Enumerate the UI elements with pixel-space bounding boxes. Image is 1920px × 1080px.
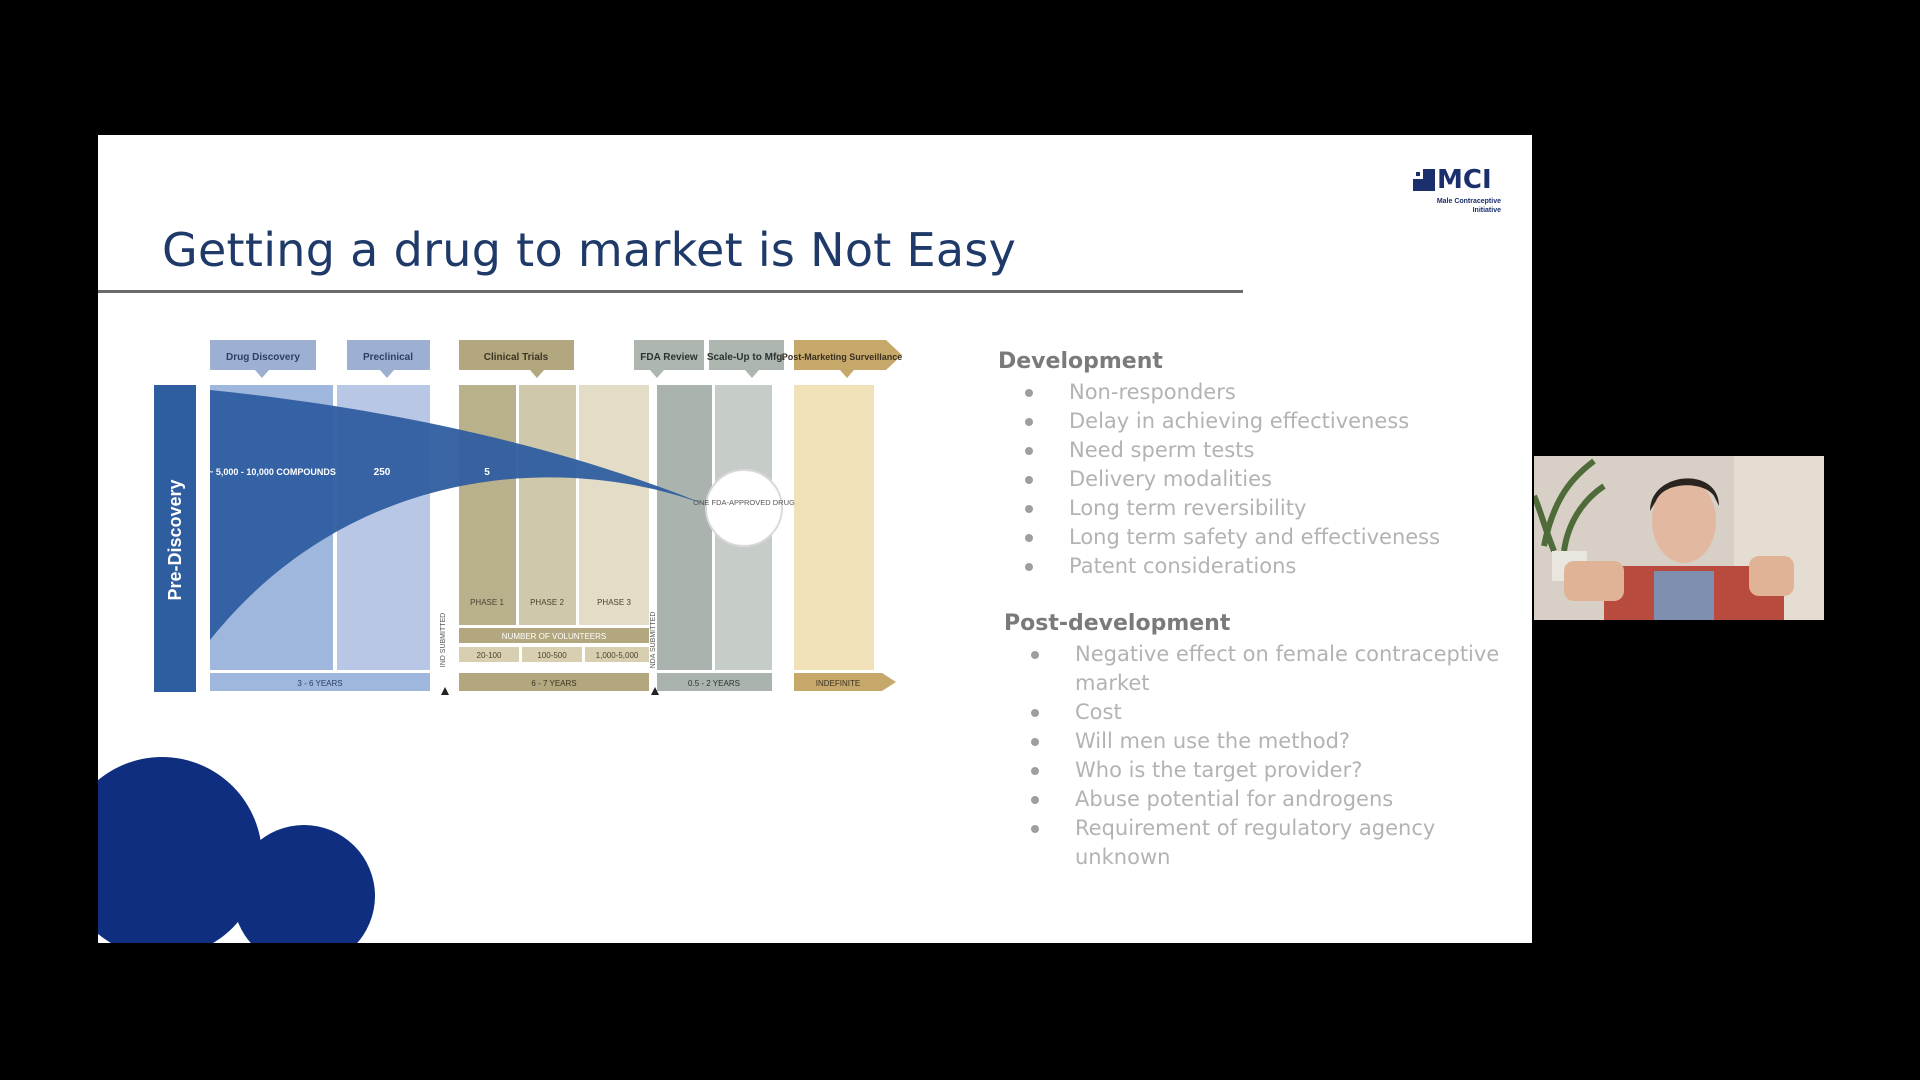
logo-name: MCI — [1437, 165, 1492, 195]
pre-discovery-bar: Pre-Discovery — [154, 385, 196, 692]
post-development-section: Post-development Negative effect on fema… — [1004, 611, 1518, 872]
nda-label: NDA SUBMITTED — [650, 612, 657, 669]
bullet-icon — [1025, 447, 1033, 455]
post-development-heading: Post-development — [1004, 611, 1231, 636]
stage-header-post-marketing: Post-Marketing Surveillance — [782, 340, 903, 378]
list-item: Long term reversibility — [998, 494, 1518, 523]
ind-label: IND SUBMITTED — [440, 613, 447, 667]
stage-label: Post-Marketing Surveillance — [782, 352, 903, 362]
volunteers-header — [459, 628, 649, 643]
ind-marker — [441, 687, 449, 695]
list-item: Patent considerations — [998, 552, 1518, 581]
stage-header-drug-discovery: Drug Discovery — [210, 340, 316, 378]
bullet-icon — [1031, 767, 1039, 775]
decorative-circle-small — [233, 825, 375, 943]
panel-post-marketing — [794, 385, 874, 670]
considerations-lists: Development Non-responders Delay in achi… — [998, 349, 1518, 872]
list-item: Cost — [1004, 698, 1518, 727]
bullet-icon — [1031, 738, 1039, 746]
duration-bar-discovery — [210, 673, 430, 691]
panel-phase-1 — [459, 385, 516, 625]
stage-label: Clinical Trials — [484, 352, 549, 363]
bullet-icon — [1025, 534, 1033, 542]
list-item: Negative effect on female contraceptive … — [1004, 640, 1518, 698]
compound-funnel — [210, 390, 714, 640]
stage-label: Scale-Up to Mfg. — [707, 352, 786, 363]
panel-phase-3 — [579, 385, 649, 625]
approved-drug-circle — [705, 469, 783, 547]
stage-label: FDA Review — [640, 352, 698, 363]
list-item: Delay in achieving effectiveness — [998, 407, 1518, 436]
preclinical-count: 250 — [374, 467, 391, 478]
speaker-person-icon — [1564, 478, 1794, 620]
compounds-count: ~ 5,000 - 10,000 COMPOUNDS — [208, 467, 336, 477]
duration-bar-review — [657, 673, 772, 691]
bullet-icon — [1025, 389, 1033, 397]
nda-marker — [651, 687, 659, 695]
bullet-icon — [1025, 505, 1033, 513]
development-heading: Development — [998, 349, 1163, 374]
bullet-icon — [1025, 418, 1033, 426]
stage-label: Preclinical — [363, 352, 413, 363]
duration-bar-post — [794, 673, 896, 691]
stage-header-preclinical: Preclinical — [347, 340, 430, 378]
stage-header-clinical-trials: Clinical Trials — [459, 340, 574, 378]
duration-label: 3 - 6 YEARS — [297, 679, 342, 688]
bullet-icon — [1031, 825, 1039, 833]
list-item: Abuse potential for androgens — [1004, 785, 1518, 814]
stage-header-fda-review: FDA Review — [634, 340, 704, 378]
logo-subtitle: Male Contraceptive Initiative — [1436, 198, 1501, 214]
list-item: Non-responders — [998, 378, 1518, 407]
volunteers-value: 20-100 — [477, 651, 502, 660]
presentation-slide: MCI Male Contraceptive Initiative Gettin… — [98, 135, 1532, 943]
speaker-webcam-video — [1534, 456, 1824, 620]
phase-label: PHASE 1 — [470, 598, 504, 607]
duration-label: INDEFINITE — [816, 679, 860, 688]
bullet-icon — [1025, 476, 1033, 484]
bullet-icon — [1025, 563, 1033, 571]
stage-header-scale-up: Scale-Up to Mfg. — [707, 340, 786, 378]
duration-label: 0.5 - 2 YEARS — [688, 679, 740, 688]
slide-title: Getting a drug to market is Not Easy — [162, 223, 1017, 277]
drug-development-diagram: Drug Discovery Preclinical Clinical Tria… — [154, 340, 950, 700]
bullet-icon — [1031, 651, 1039, 659]
duration-bar-clinical — [459, 673, 649, 691]
list-item: Long term safety and effectiveness — [998, 523, 1518, 552]
mci-logo-icon — [1413, 169, 1435, 191]
panel-phase-2 — [519, 385, 576, 625]
title-divider — [98, 290, 1243, 293]
phase-label: PHASE 2 — [530, 598, 564, 607]
list-item: Who is the target provider? — [1004, 756, 1518, 785]
panel-fda-review — [657, 385, 712, 670]
bullet-icon — [1031, 709, 1039, 717]
pre-discovery-label: Pre-Discovery — [165, 479, 185, 600]
volunteers-value: 100-500 — [537, 651, 567, 660]
development-list: Non-responders Delay in achieving effect… — [998, 378, 1518, 581]
list-item: Need sperm tests — [998, 436, 1518, 465]
clinical-count: 5 — [484, 467, 490, 478]
duration-label: 6 - 7 YEARS — [531, 679, 576, 688]
approved-drug-label: ONE FDA-APPROVED DRUG — [693, 498, 795, 507]
mci-logo: MCI Male Contraceptive Initiative — [1411, 165, 1501, 225]
post-development-list: Negative effect on female contraceptive … — [1004, 640, 1518, 872]
stage-label: Drug Discovery — [226, 352, 300, 363]
list-item: Requirement of regulatory agency unknown — [1004, 814, 1518, 872]
list-item: Will men use the method? — [1004, 727, 1518, 756]
volunteers-label: NUMBER OF VOLUNTEERS — [502, 632, 606, 641]
bullet-icon — [1031, 796, 1039, 804]
phase-label: PHASE 3 — [597, 598, 631, 607]
volunteers-value: 1,000-5,000 — [596, 651, 639, 660]
list-item: Delivery modalities — [998, 465, 1518, 494]
